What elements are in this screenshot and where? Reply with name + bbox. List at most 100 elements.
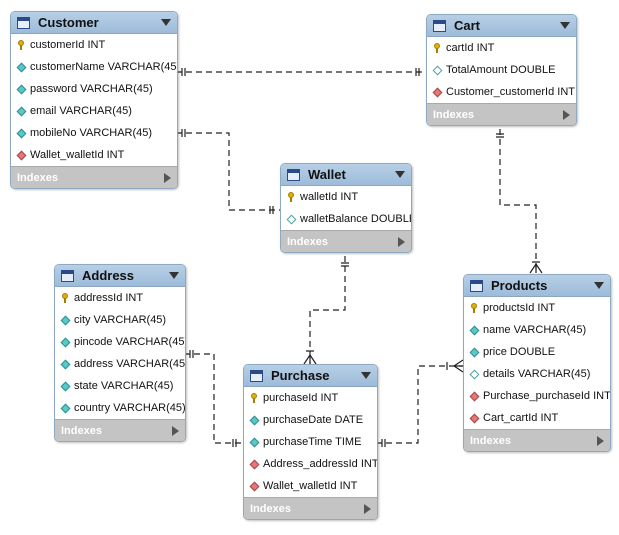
column-row[interactable]: Purchase_purchaseId INT xyxy=(464,385,610,407)
column-label: purchaseId INT xyxy=(263,392,339,404)
indexes-bar[interactable]: Indexes xyxy=(55,419,185,441)
column-row[interactable]: city VARCHAR(45) xyxy=(55,309,185,331)
column-row[interactable]: customerName VARCHAR(45) xyxy=(11,56,177,78)
indexes-bar[interactable]: Indexes xyxy=(427,103,576,125)
column-label: Cart_cartId INT xyxy=(483,412,559,424)
column-label: price DOUBLE xyxy=(483,346,556,358)
column-label: productsId INT xyxy=(483,302,556,314)
column-row[interactable]: name VARCHAR(45) xyxy=(464,319,610,341)
key-icon xyxy=(61,293,70,303)
indexes-bar[interactable]: Indexes xyxy=(11,166,177,188)
column-row[interactable]: details VARCHAR(45) xyxy=(464,363,610,385)
key-icon xyxy=(250,393,259,403)
diamond-icon xyxy=(249,437,260,447)
indexes-bar[interactable]: Indexes xyxy=(281,230,411,252)
column-label: Wallet_walletId INT xyxy=(30,149,125,161)
table-customer[interactable]: Customer customerId INT customerName VAR… xyxy=(10,11,178,189)
chevron-down-icon[interactable] xyxy=(161,19,171,26)
table-title: Wallet xyxy=(308,167,346,182)
column-label: cartId INT xyxy=(446,42,495,54)
column-row[interactable]: Customer_customerId INT xyxy=(427,81,576,103)
table-icon xyxy=(470,279,483,292)
column-label: addressId INT xyxy=(74,292,144,304)
chevron-right-icon[interactable] xyxy=(563,109,570,120)
column-row[interactable]: purchaseId INT xyxy=(244,387,377,409)
chevron-down-icon[interactable] xyxy=(594,282,604,289)
column-row[interactable]: customerId INT xyxy=(11,34,177,56)
table-cart[interactable]: Cart cartId INT TotalAmount DOUBLE Custo… xyxy=(426,14,577,126)
column-row[interactable]: Address_addressId INT xyxy=(244,453,377,475)
table-header[interactable]: Products xyxy=(464,275,610,297)
red-diamond-icon xyxy=(469,391,480,401)
table-address[interactable]: Address addressId INT city VARCHAR(45) p… xyxy=(54,264,186,442)
column-label: city VARCHAR(45) xyxy=(74,314,167,326)
column-label: customerId INT xyxy=(30,39,106,51)
chevron-right-icon[interactable] xyxy=(364,503,371,514)
table-title: Cart xyxy=(454,18,481,33)
column-row[interactable]: addressId INT xyxy=(55,287,185,309)
diamond-icon xyxy=(16,62,27,72)
column-label: mobileNo VARCHAR(45) xyxy=(30,127,153,139)
column-label: walletId INT xyxy=(300,191,359,203)
chevron-down-icon[interactable] xyxy=(395,171,405,178)
column-row[interactable]: price DOUBLE xyxy=(464,341,610,363)
column-row[interactable]: mobileNo VARCHAR(45) xyxy=(11,122,177,144)
table-wallet[interactable]: Wallet walletId INT walletBalance DOUBLE… xyxy=(280,163,412,253)
chevron-right-icon[interactable] xyxy=(597,435,604,446)
relationship-customer-cart xyxy=(176,68,426,76)
relationship-customer-wallet xyxy=(176,129,280,214)
column-label: email VARCHAR(45) xyxy=(30,105,132,117)
chevron-down-icon[interactable] xyxy=(361,372,371,379)
red-diamond-icon xyxy=(469,413,480,423)
indexes-label: Indexes xyxy=(61,424,102,437)
relationship-wallet-purchase xyxy=(303,256,349,365)
table-products[interactable]: Products productsId INT name VARCHAR(45)… xyxy=(463,274,611,452)
relationship-address-purchase xyxy=(184,350,243,447)
table-title: Products xyxy=(491,278,548,293)
table-header[interactable]: Wallet xyxy=(281,164,411,186)
diamond-icon xyxy=(249,415,260,425)
diamond-icon xyxy=(60,315,71,325)
column-row[interactable]: address VARCHAR(45) xyxy=(55,353,185,375)
column-row[interactable]: walletId INT xyxy=(281,186,411,208)
red-diamond-icon xyxy=(16,150,27,160)
column-label: details VARCHAR(45) xyxy=(483,368,591,380)
chevron-right-icon[interactable] xyxy=(398,236,405,247)
column-row[interactable]: Wallet_walletId INT xyxy=(244,475,377,497)
key-icon xyxy=(433,43,442,53)
chevron-down-icon[interactable] xyxy=(560,22,570,29)
red-diamond-icon xyxy=(249,459,260,469)
table-icon xyxy=(433,19,446,32)
chevron-down-icon[interactable] xyxy=(169,272,179,279)
chevron-right-icon[interactable] xyxy=(164,172,171,183)
column-row[interactable]: purchaseDate DATE xyxy=(244,409,377,431)
diamond-icon xyxy=(469,325,480,335)
column-row[interactable]: walletBalance DOUBLE xyxy=(281,208,411,230)
column-row[interactable]: password VARCHAR(45) xyxy=(11,78,177,100)
chevron-right-icon[interactable] xyxy=(172,425,179,436)
column-row[interactable]: cartId INT xyxy=(427,37,576,59)
table-header[interactable]: Customer xyxy=(11,12,177,34)
table-title: Customer xyxy=(38,15,99,30)
column-row[interactable]: state VARCHAR(45) xyxy=(55,375,185,397)
column-row[interactable]: TotalAmount DOUBLE xyxy=(427,59,576,81)
column-row[interactable]: productsId INT xyxy=(464,297,610,319)
column-row[interactable]: Wallet_walletId INT xyxy=(11,144,177,166)
table-header[interactable]: Address xyxy=(55,265,185,287)
red-diamond-icon xyxy=(249,481,260,491)
table-icon xyxy=(61,269,74,282)
indexes-bar[interactable]: Indexes xyxy=(244,497,377,519)
column-row[interactable]: email VARCHAR(45) xyxy=(11,100,177,122)
column-label: country VARCHAR(45) xyxy=(74,402,186,414)
column-row[interactable]: pincode VARCHAR(45) xyxy=(55,331,185,353)
table-purchase[interactable]: Purchase purchaseId INT purchaseDate DAT… xyxy=(243,364,378,520)
column-row[interactable]: country VARCHAR(45) xyxy=(55,397,185,419)
indexes-bar[interactable]: Indexes xyxy=(464,429,610,451)
column-row[interactable]: purchaseTime TIME xyxy=(244,431,377,453)
table-header[interactable]: Purchase xyxy=(244,365,377,387)
column-row[interactable]: Cart_cartId INT xyxy=(464,407,610,429)
indexes-label: Indexes xyxy=(250,502,291,515)
diamond-icon xyxy=(16,106,27,116)
table-header[interactable]: Cart xyxy=(427,15,576,37)
